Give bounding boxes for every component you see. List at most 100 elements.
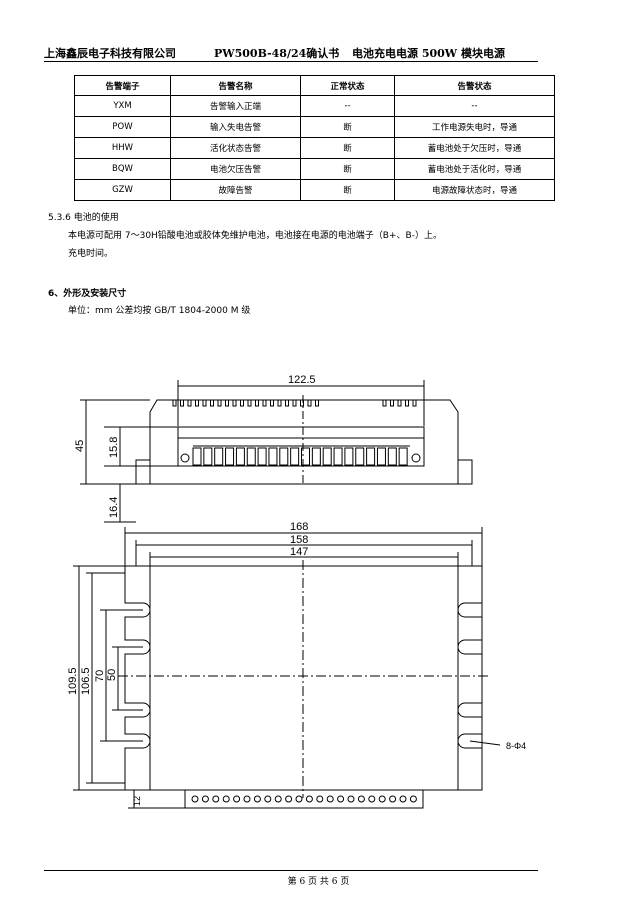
top-view: 168 158 147 109.5 106.5 70	[67, 521, 526, 809]
dim-122-5-label: 122.5	[288, 374, 316, 386]
dim-16-4-label: 16.4	[108, 497, 120, 518]
terminal-cell	[214, 447, 224, 466]
footer-rule	[44, 870, 538, 871]
terminal-cell	[387, 447, 397, 466]
company-name: 上海鑫辰电子科技有限公司	[44, 47, 176, 60]
terminal-screw-icon	[378, 795, 386, 803]
vent-slots	[172, 399, 417, 407]
terminal-cell	[192, 447, 202, 466]
vent-slot	[195, 399, 199, 407]
right-flange	[458, 459, 473, 485]
dim-158-label: 158	[290, 534, 308, 546]
dim-45-label: 45	[74, 440, 86, 452]
page-number: 第 6 页 共 6 页	[287, 877, 350, 887]
terminal-cells	[192, 447, 408, 466]
vent-slot	[292, 399, 297, 407]
vent-slot	[255, 399, 259, 407]
terminal-cell	[246, 447, 256, 466]
terminal-cell	[257, 447, 267, 466]
front-view-outline	[149, 399, 459, 485]
terminal-screw-icon	[411, 453, 421, 463]
terminal-screw-icon	[212, 795, 220, 803]
vent-slot	[225, 399, 229, 407]
vent-slot	[210, 399, 214, 407]
vent-slot	[315, 399, 319, 407]
section-536-title: 5.3.6 电池的使用	[48, 213, 119, 223]
terminal-screw-icon	[305, 795, 313, 803]
terminal-screw-icon	[368, 795, 376, 803]
left-flange	[135, 459, 150, 485]
vent-slot	[307, 399, 312, 407]
terminal-screw-icon	[357, 795, 365, 803]
terminal-screw-icon	[243, 795, 251, 803]
terminal-cell	[203, 447, 213, 466]
terminal-cell	[355, 447, 365, 466]
top-view-body	[149, 565, 459, 791]
mounting-slot-icon	[457, 602, 482, 618]
vent-slot	[262, 399, 267, 407]
terminal-screw-icon	[274, 795, 282, 803]
vent-slot	[405, 399, 409, 407]
product-name: 电池充电电源 500W 模块电源	[352, 47, 505, 60]
dim-106-5-label: 106.5	[80, 667, 92, 695]
mounting-slot-icon	[457, 639, 482, 655]
terminal-screw-icon	[253, 795, 261, 803]
terminal-screw-icon	[191, 795, 199, 803]
vent-slot	[180, 399, 184, 407]
table-row: GZW 故障告警 断 电源故障状态时，导通	[74, 179, 555, 201]
vent-slot	[390, 399, 394, 407]
vent-slot	[202, 399, 207, 407]
terminal-cell	[344, 447, 354, 466]
terminal-cell	[279, 447, 289, 466]
dim-50-label: 50	[106, 669, 118, 681]
vent-slot	[382, 399, 387, 407]
section-6-title: 6、外形及安装尺寸	[48, 289, 127, 299]
vent-slot	[397, 399, 402, 407]
terminal-cell	[322, 447, 332, 466]
vent-slot	[285, 399, 289, 407]
vent-slot	[187, 399, 192, 407]
terminal-cell	[398, 447, 408, 466]
terminal-cell	[376, 447, 386, 466]
vent-slot	[270, 399, 274, 407]
mounting-slot-icon	[457, 733, 482, 749]
terminal-screw-icon	[347, 795, 355, 803]
terminal-screw-icon	[285, 795, 293, 803]
terminal-screw-icon	[326, 795, 334, 803]
unit-line: 单位：mm 公差均按 GB/T 1804-2000 M 级	[68, 306, 251, 316]
terminal-cell	[301, 447, 310, 466]
section-536-line1: 本电源可配用 7～30H铅酸电池或胶体免维护电池，电池接在电源的电池端子（B+、…	[68, 231, 442, 241]
terminal-screw-icon	[337, 795, 345, 803]
terminal-screw-icon	[180, 453, 190, 463]
dim-15-8-label: 15.8	[108, 437, 120, 458]
terminal-screw-icon	[389, 795, 397, 803]
document-header: 上海鑫辰电子科技有限公司 PW500B-48/24确认书 电池充电电源 500W…	[44, 45, 538, 61]
dim-109-5-label: 109.5	[67, 667, 79, 695]
table-row: POW 输入失电告警 断 工作电源失电时，导通	[74, 116, 555, 138]
vent-slot	[172, 399, 177, 407]
terminal-cell	[290, 447, 300, 466]
terminal-cell	[366, 447, 376, 466]
table-header-row: 告警端子 告警名称 正常状态 告警状态	[74, 75, 555, 96]
right-mounting-flange	[458, 565, 483, 791]
dim-12-label: 12	[132, 796, 142, 806]
table-cell: 故障告警	[170, 179, 301, 201]
document-code: PW500B-48/24确认书	[214, 47, 340, 60]
terminal-screw-icon	[222, 795, 230, 803]
header-rule	[44, 61, 538, 62]
terminal-screw-icon	[409, 795, 417, 803]
terminal-cell	[235, 447, 245, 466]
terminal-cell	[225, 447, 235, 466]
terminal-cell	[333, 447, 343, 466]
bottom-terminal-strip	[184, 789, 424, 809]
hole-note: 8-Φ4	[506, 741, 526, 751]
terminal-screw-icon	[264, 795, 272, 803]
terminal-cell	[268, 447, 278, 466]
mounting-slot-icon	[457, 702, 482, 718]
vent-slot	[277, 399, 282, 407]
vent-slot	[412, 399, 417, 407]
dim-147-label: 147	[290, 546, 308, 558]
bottom-terminals	[191, 795, 417, 803]
section-536-line2: 充电时间。	[68, 249, 114, 259]
